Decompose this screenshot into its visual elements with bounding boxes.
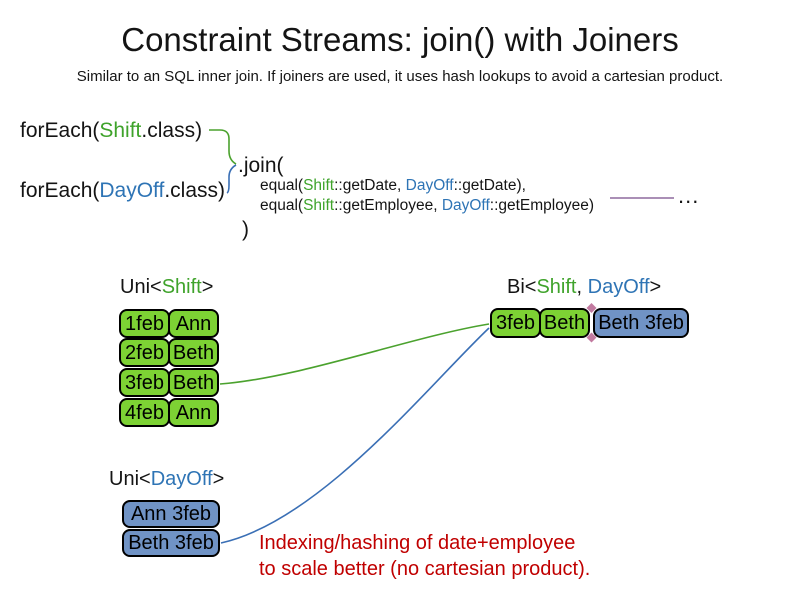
shift-row-1feb: 1feb Ann bbox=[119, 309, 219, 338]
code-join-open: .join( bbox=[238, 154, 284, 177]
shift-row-4feb: 4feb Ann bbox=[119, 398, 219, 427]
shift-date-cell: 2feb bbox=[119, 338, 170, 367]
shift-employee-cell: Beth bbox=[168, 338, 219, 367]
code-text: ::getEmployee, bbox=[334, 197, 442, 214]
code-text: ::getDate), bbox=[453, 177, 526, 194]
code-foreach-dayoff: forEach(DayOff.class) bbox=[20, 179, 225, 203]
code-text: ::getEmployee) bbox=[489, 197, 595, 214]
dayoff-row-ann: Ann 3feb bbox=[122, 500, 220, 528]
bi-row: 3feb Beth Beth 3feb bbox=[490, 308, 689, 338]
code-foreach-shift: forEach(Shift.class) bbox=[20, 119, 202, 143]
indexing-note-line1: Indexing/hashing of date+employee bbox=[259, 532, 576, 554]
code-text: forEach( bbox=[20, 179, 100, 202]
label-text: > bbox=[201, 276, 214, 298]
shift-date-cell: 3feb bbox=[119, 368, 170, 397]
code-joiner-employee: equal(Shift::getEmployee, DayOff::getEmp… bbox=[260, 196, 594, 216]
shift-class-token: Shift bbox=[99, 119, 142, 142]
more-joiners-ellipsis: ... bbox=[678, 183, 700, 208]
shift-employee-cell: Ann bbox=[168, 309, 219, 338]
shift-row-3feb: 3feb Beth bbox=[119, 368, 219, 397]
code-text: .class) bbox=[164, 179, 226, 202]
code-text: equal( bbox=[260, 197, 304, 214]
label-text: Bi< bbox=[507, 276, 537, 298]
code-text: equal( bbox=[260, 177, 304, 194]
bi-shift-date-cell: 3feb bbox=[490, 308, 541, 338]
indexing-note-line2: to scale better (no cartesian product). bbox=[259, 558, 591, 580]
bi-label: Bi<Shift, DayOff> bbox=[507, 275, 661, 299]
dayoff-row-beth: Beth 3feb bbox=[122, 529, 220, 557]
brace-line-dayoff bbox=[226, 164, 237, 194]
label-text: > bbox=[649, 276, 662, 298]
code-text: .class) bbox=[141, 119, 203, 142]
indexing-note: Indexing/hashing of date+employee to sca… bbox=[259, 530, 590, 582]
bi-dayoff-cell: Beth 3feb bbox=[593, 308, 689, 338]
slide-title: Constraint Streams: join() with Joiners bbox=[121, 21, 679, 58]
code-joiner-date: equal(Shift::getDate, DayOff::getDate), bbox=[260, 176, 526, 196]
label-text: Uni< bbox=[109, 468, 151, 490]
uni-shift-label: Uni<Shift> bbox=[120, 275, 213, 299]
dayoff-class-token: DayOff bbox=[99, 179, 165, 202]
dayoff-type-token: DayOff bbox=[150, 468, 213, 490]
shift-employee-cell: Ann bbox=[168, 398, 219, 427]
bi-shift-employee-cell: Beth bbox=[539, 308, 590, 338]
label-text: , bbox=[576, 276, 588, 298]
shift-class-token: Shift bbox=[303, 197, 335, 214]
brace-line-shift bbox=[209, 129, 237, 165]
dayoff-class-token: DayOff bbox=[441, 197, 490, 214]
code-text: ::getDate, bbox=[334, 177, 406, 194]
shift-type-token: Shift bbox=[536, 276, 577, 298]
label-text: Uni< bbox=[120, 276, 162, 298]
code-join-close: ) bbox=[242, 218, 249, 241]
join-curve-dayoff bbox=[220, 327, 490, 544]
join-curve-shift bbox=[219, 323, 490, 385]
shift-type-token: Shift bbox=[161, 276, 202, 298]
dayoff-cell: Beth 3feb bbox=[122, 529, 220, 557]
uni-dayoff-label: Uni<DayOff> bbox=[109, 467, 224, 491]
label-text: > bbox=[212, 468, 225, 490]
dayoff-cell: Ann 3feb bbox=[122, 500, 220, 528]
shift-row-2feb: 2feb Beth bbox=[119, 338, 219, 367]
slide-subtitle: Similar to an SQL inner join. If joiners… bbox=[76, 68, 724, 85]
dayoff-type-token: DayOff bbox=[587, 276, 650, 298]
shift-date-cell: 1feb bbox=[119, 309, 170, 338]
shift-class-token: Shift bbox=[303, 177, 335, 194]
code-text: forEach( bbox=[20, 119, 100, 142]
shift-date-cell: 4feb bbox=[119, 398, 170, 427]
dayoff-class-token: DayOff bbox=[405, 177, 454, 194]
shift-employee-cell: Beth bbox=[168, 368, 219, 397]
